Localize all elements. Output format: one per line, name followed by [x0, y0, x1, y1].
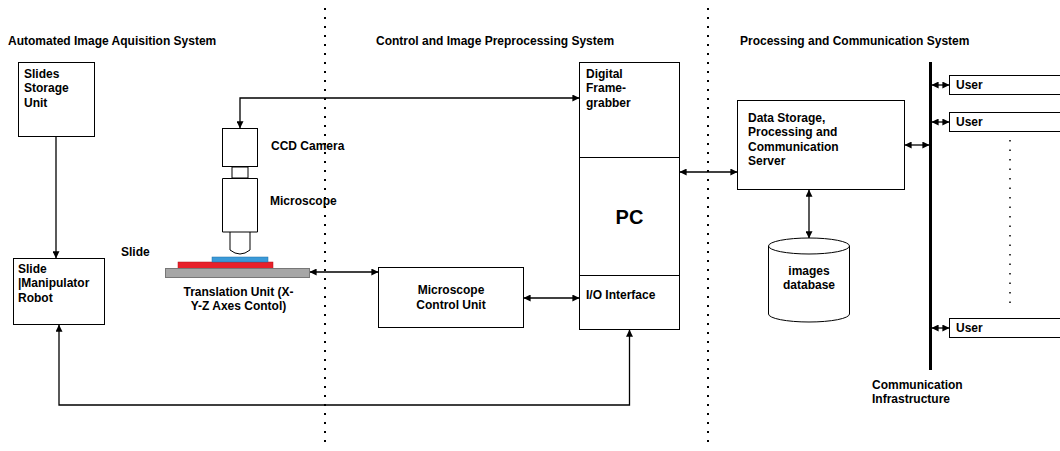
connector-arrow	[680, 171, 737, 172]
node-label: CCD Camera	[271, 139, 344, 153]
connector-arrow	[932, 84, 949, 85]
user-box: User	[949, 75, 1060, 95]
microscope-outline	[222, 178, 258, 256]
node-label: PC	[616, 205, 644, 229]
connector-arrow	[59, 325, 630, 405]
robot-box: Slide |Manipulator Robot	[13, 258, 105, 325]
node-label: Communication Infrastructure	[872, 378, 972, 407]
user-box: User	[949, 112, 1060, 132]
node-label: Microscope	[270, 194, 337, 208]
connector-arrow	[240, 98, 579, 128]
node-label: I/O Interface	[586, 288, 666, 302]
section-title: Control and Image Preprocessing System	[376, 34, 614, 48]
camera-body: CCD Camera	[222, 128, 258, 167]
section-divider	[324, 8, 326, 448]
node-label: Digital Frame-grabber	[586, 67, 658, 110]
microscope-body: Microscope	[222, 178, 258, 256]
database-cylinder: images database	[768, 238, 850, 322]
framegrabber-box: Digital Frame-grabber	[579, 62, 680, 158]
connector-arrow	[905, 144, 929, 145]
node-label: Slides Storage Unit	[24, 67, 84, 110]
server-box: Data Storage, Processing and Communicati…	[737, 100, 905, 190]
node-label: User	[956, 78, 1046, 92]
translation-stage: Translation Unit (X-Y-Z Axes Contol)	[165, 268, 310, 278]
control-unit-box: Microscope Control Unit	[378, 267, 524, 328]
node-label: Data Storage, Processing and Communicati…	[748, 111, 876, 169]
communication-bus: Communication Infrastructure	[929, 62, 932, 370]
connector-arrow	[808, 190, 809, 238]
connector-arrow	[932, 327, 949, 328]
node-label: Microscope Control Unit	[401, 283, 501, 312]
connector-arrow	[55, 137, 56, 258]
connector-arrow	[524, 297, 579, 298]
pc-box: PC	[579, 157, 680, 276]
node-label: User	[956, 115, 1046, 129]
section-title: Processing and Communication System	[740, 34, 969, 48]
section-title: Automated Image Aquisition System	[8, 34, 216, 48]
connector-arrow	[932, 121, 949, 122]
node-label: images database	[771, 264, 847, 293]
node-label: User	[956, 321, 1046, 335]
node-label: Slide |Manipulator Robot	[18, 262, 100, 305]
ellipsis-dots	[1009, 140, 1011, 305]
user-box: User	[949, 318, 1060, 338]
section-divider	[707, 8, 709, 448]
sample-specimen	[212, 257, 268, 262]
camera-adapter	[232, 167, 248, 178]
connector-arrow	[310, 271, 378, 272]
storage-box: Slides Storage Unit	[18, 62, 95, 137]
part-label: Slide	[121, 245, 150, 259]
node-label: Translation Unit (X-Y-Z Axes Contol)	[178, 285, 299, 314]
io-box: I/O Interface	[579, 275, 680, 330]
